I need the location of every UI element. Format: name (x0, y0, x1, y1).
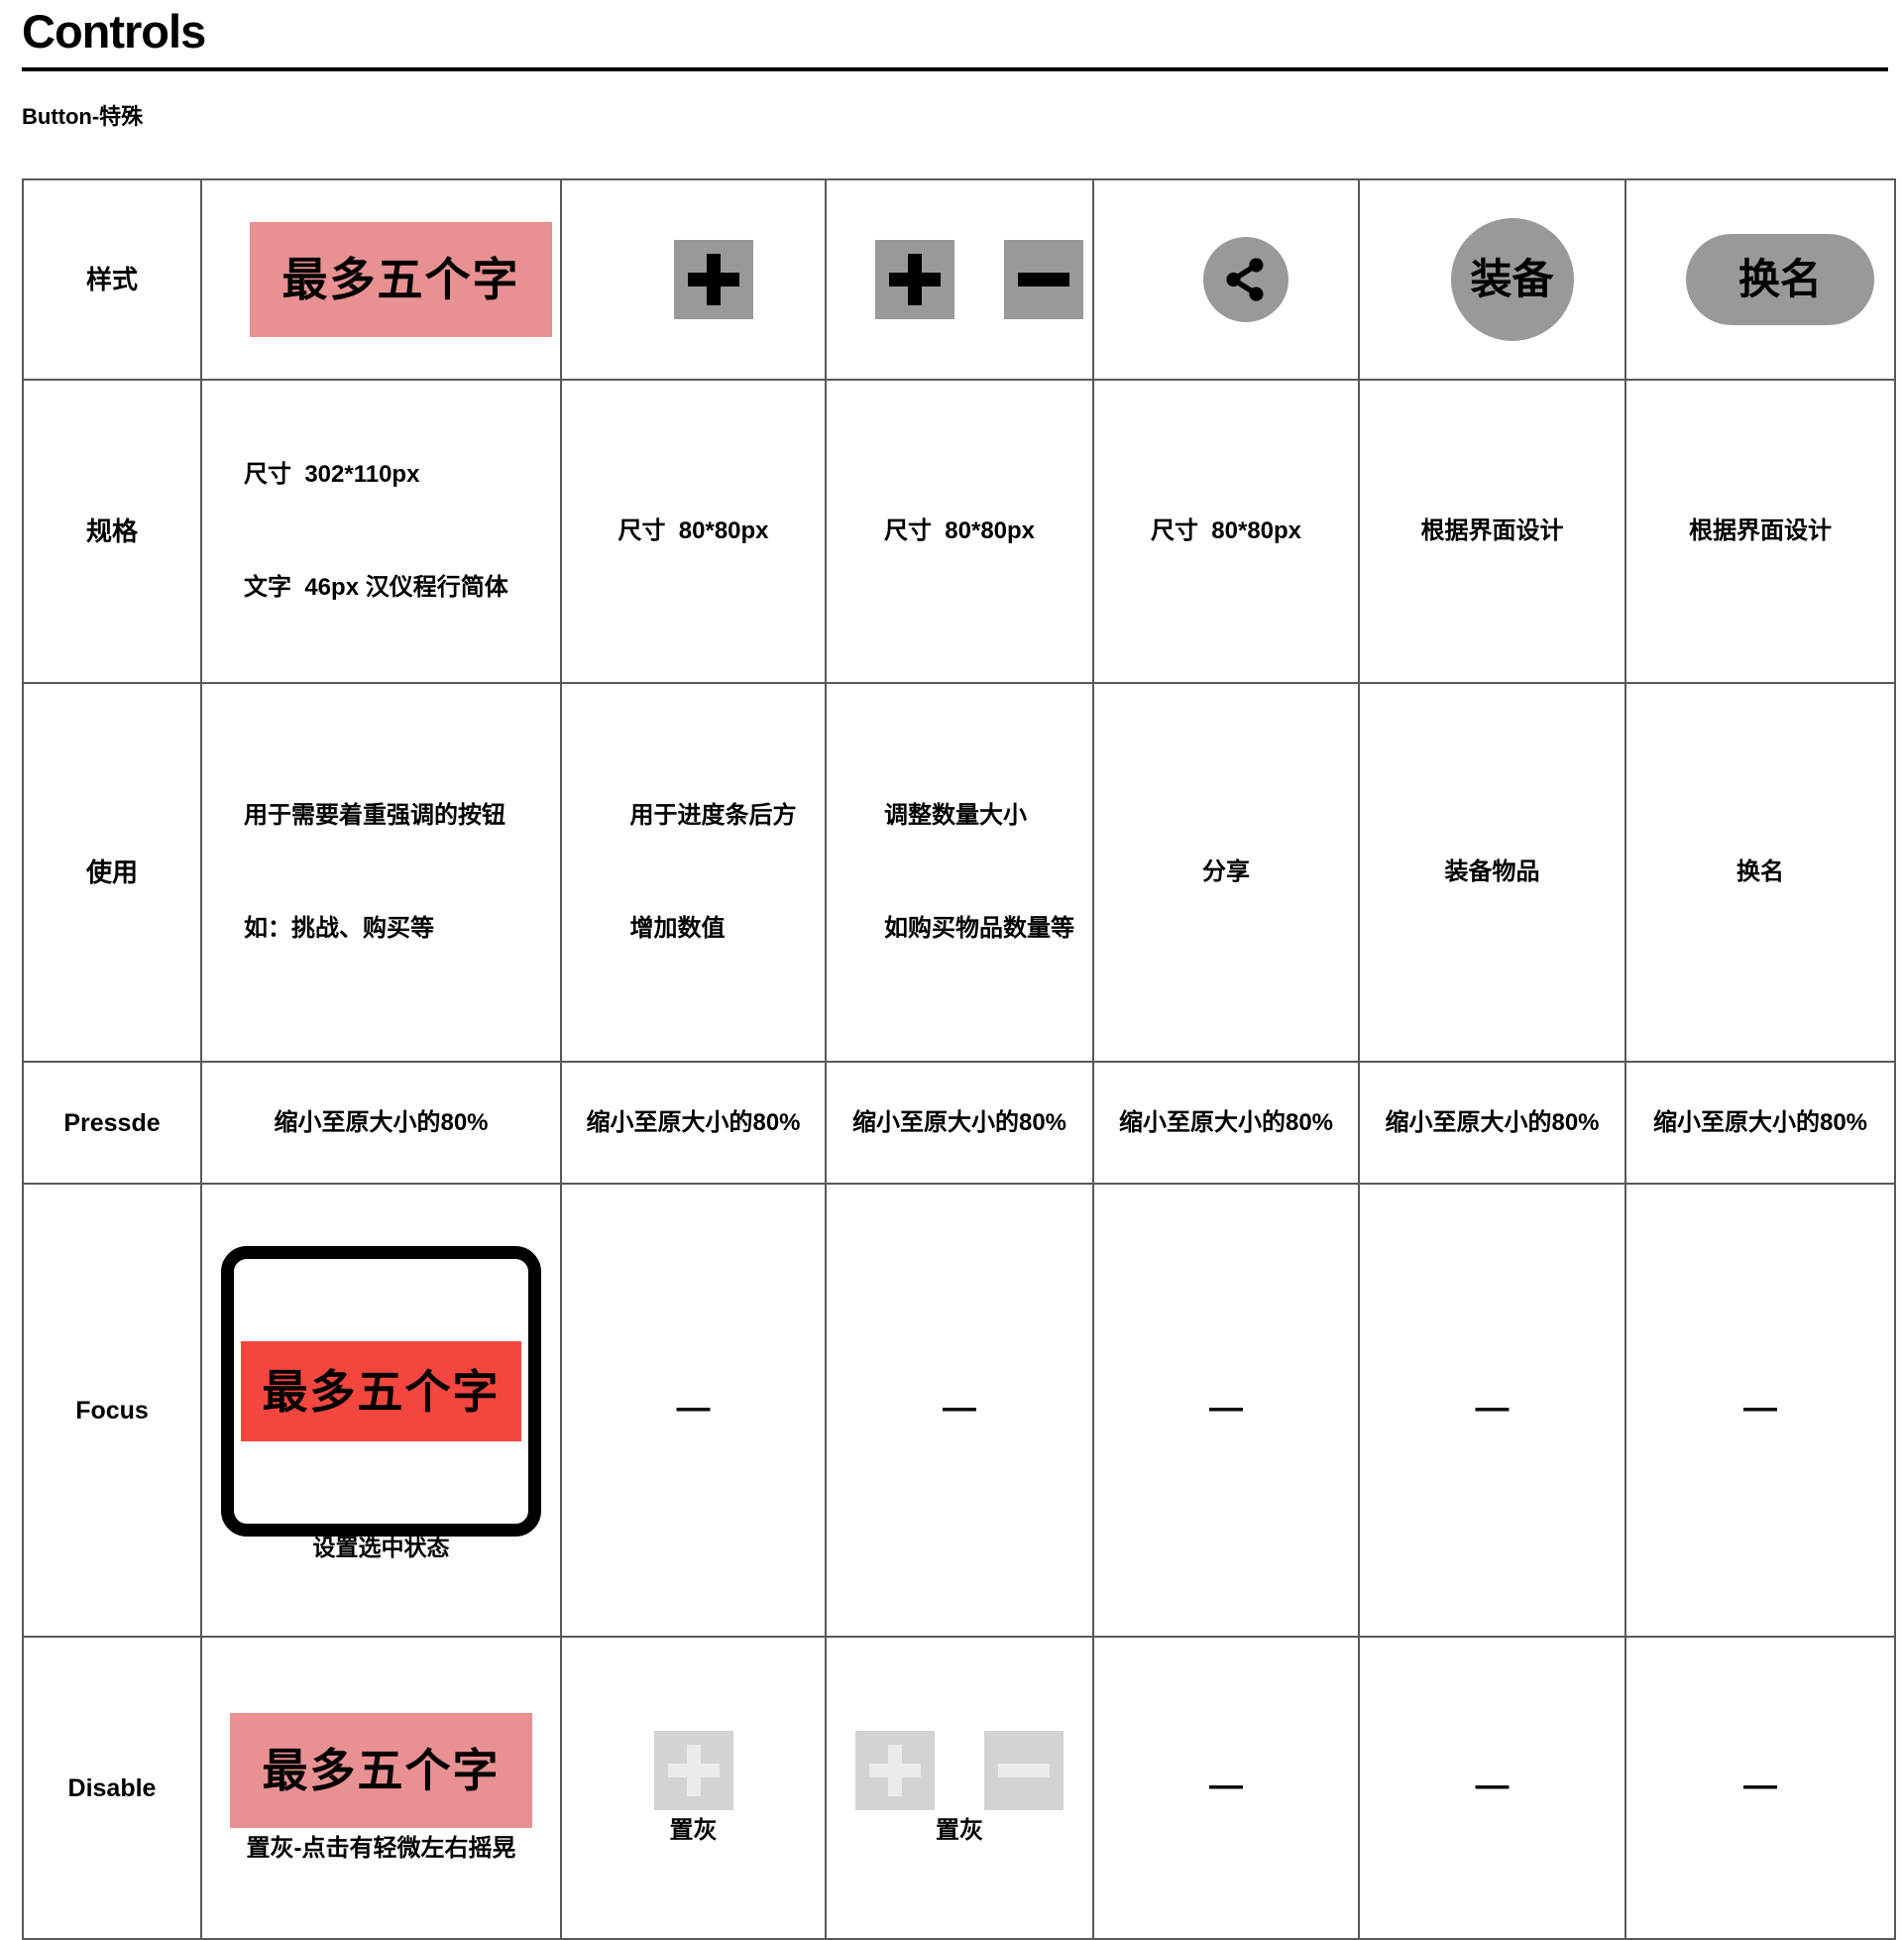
pressed-cell-primary: 缩小至原大小的80% (200, 1061, 562, 1185)
share-icon (1226, 258, 1264, 301)
title-underline (22, 67, 1888, 71)
share-button-sample[interactable] (1203, 237, 1288, 322)
dash: — (1743, 1766, 1777, 1804)
usage-cell-rename: 换名 (1624, 682, 1896, 1063)
button-spec-table: 样式 最多五个字 (22, 178, 1896, 1940)
usage-plus-line1: 用于进度条后方 (629, 802, 797, 829)
plus-button-sample[interactable] (875, 240, 954, 319)
row-header-pressed: Pressde (22, 1061, 202, 1185)
disabled-primary-button-sample[interactable]: 最多五个字 (230, 1713, 532, 1828)
usage-cell-plus: 用于进度条后方 增加数值 (560, 682, 827, 1063)
row-header-focus: Focus (22, 1183, 202, 1638)
style-cell-plus (560, 178, 827, 381)
pressed-cell-equip: 缩小至原大小的80% (1358, 1061, 1626, 1185)
spec-primary-font: 文字 46px 汉仪程行简体 (244, 574, 508, 601)
spec-primary-size: 尺寸 302*110px (244, 461, 420, 488)
minus-icon (1018, 273, 1069, 286)
style-cell-share (1092, 178, 1360, 381)
usage-plus-line2: 增加数值 (629, 915, 726, 942)
style-cell-primary: 最多五个字 (200, 178, 562, 381)
disable-gray-caption: 置灰 (936, 1817, 983, 1844)
disable-cell-plus: 置灰 (560, 1636, 827, 1940)
disable-cell-stepper: 置灰 (825, 1636, 1094, 1940)
spec-cell-plus: 尺寸 80*80px (560, 379, 827, 684)
style-cell-rename: 换名 (1624, 178, 1896, 381)
usage-primary-line1: 用于需要着重强调的按钮 (244, 802, 505, 829)
focus-button-label: 最多五个字 (241, 1341, 521, 1441)
usage-cell-share: 分享 (1092, 682, 1360, 1063)
row-header-spec: 规格 (22, 379, 202, 684)
dash: — (943, 1388, 976, 1426)
disable-cell-share: — (1092, 1636, 1360, 1940)
style-cell-equip: 装备 (1358, 178, 1626, 381)
plus-button-sample[interactable] (673, 240, 753, 319)
row-header-usage: 使用 (22, 682, 202, 1063)
row-header-disable: Disable (22, 1636, 202, 1940)
usage-cell-primary: 用于需要着重强调的按钮 如：挑战、购买等 (200, 682, 562, 1063)
disable-cell-primary: 最多五个字 置灰-点击有轻微左右摇晃 (200, 1636, 562, 1940)
spec-cell-primary: 尺寸 302*110px 文字 46px 汉仪程行简体 (200, 379, 562, 684)
pressed-cell-stepper: 缩小至原大小的80% (825, 1061, 1094, 1185)
focus-button-sample[interactable]: 最多五个字 (221, 1246, 541, 1537)
dash: — (1209, 1766, 1243, 1804)
rename-button-sample[interactable]: 换名 (1686, 234, 1874, 325)
pressed-cell-share: 缩小至原大小的80% (1092, 1061, 1360, 1185)
dash: — (676, 1388, 711, 1426)
disabled-minus-button-sample[interactable] (984, 1731, 1064, 1810)
usage-stepper-line1: 调整数量大小 (884, 802, 1027, 829)
usage-cell-stepper: 调整数量大小 如购买物品数量等 (825, 682, 1094, 1063)
row-header-style: 样式 (22, 178, 202, 381)
minus-button-sample[interactable] (1004, 240, 1083, 319)
dash: — (1475, 1388, 1510, 1426)
section-subtitle: Button-特殊 (22, 104, 144, 129)
primary-button-sample[interactable]: 最多五个字 (250, 222, 552, 337)
pressed-cell-plus: 缩小至原大小的80% (560, 1061, 827, 1185)
plus-icon (908, 254, 922, 305)
page-title: Controls (22, 5, 206, 57)
focus-cell-primary: 最多五个字 设置选中状态 (200, 1183, 562, 1638)
disable-cell-equip: — (1358, 1636, 1626, 1940)
dash: — (1475, 1766, 1510, 1804)
dash: — (1743, 1388, 1777, 1426)
disabled-plus-button-sample[interactable] (653, 1731, 733, 1810)
disable-cell-rename: — (1624, 1636, 1896, 1940)
focus-cell-equip: — (1358, 1183, 1626, 1638)
focus-cell-stepper: — (825, 1183, 1094, 1638)
spec-cell-stepper: 尺寸 80*80px (825, 379, 1094, 684)
usage-primary-line2: 如：挑战、购买等 (244, 915, 434, 942)
spec-cell-equip: 根据界面设计 (1358, 379, 1626, 684)
usage-stepper-line2: 如购买物品数量等 (884, 915, 1074, 942)
equip-button-sample[interactable]: 装备 (1450, 218, 1574, 341)
focus-cell-rename: — (1624, 1183, 1896, 1638)
pressed-cell-rename: 缩小至原大小的80% (1624, 1061, 1896, 1185)
minus-icon (998, 1764, 1050, 1777)
focus-cell-share: — (1092, 1183, 1360, 1638)
focus-cell-plus: — (560, 1183, 827, 1638)
disabled-plus-button-sample[interactable] (855, 1731, 935, 1810)
spec-cell-share: 尺寸 80*80px (1092, 379, 1360, 684)
usage-cell-equip: 装备物品 (1358, 682, 1626, 1063)
plus-icon (686, 1745, 701, 1796)
dash: — (1209, 1388, 1243, 1426)
spec-cell-rename: 根据界面设计 (1624, 379, 1896, 684)
style-cell-stepper (825, 178, 1094, 381)
disable-primary-caption: 置灰-点击有轻微左右摇晃 (246, 1835, 516, 1862)
plus-icon (888, 1745, 902, 1796)
plus-icon (706, 254, 721, 305)
focus-caption: 设置选中状态 (312, 1535, 450, 1560)
